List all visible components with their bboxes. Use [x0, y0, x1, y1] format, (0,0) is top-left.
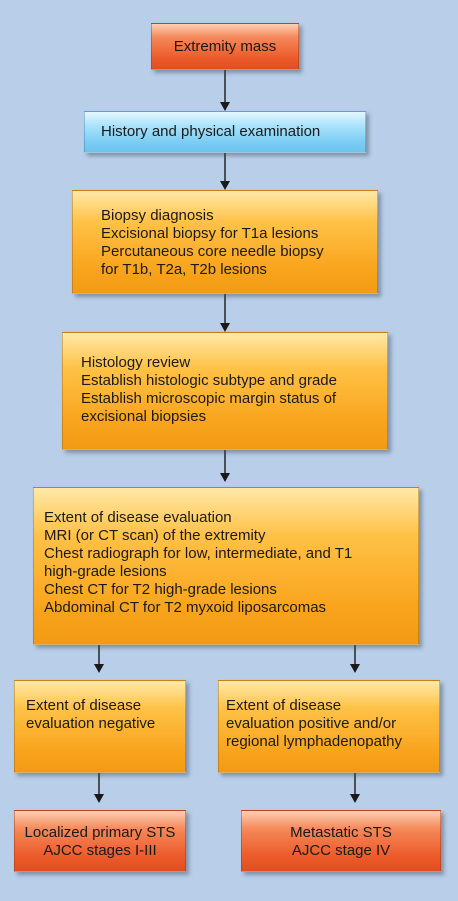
node-text: AJCC stage IV — [291, 842, 391, 859]
node-text: Establish microscopic margin status of — [81, 390, 337, 407]
node-text: Extent of disease — [26, 697, 142, 714]
node-text: Extent of disease evaluation — [44, 509, 232, 526]
node-extent-evaluation: Extent of disease evaluation MRI (or CT … — [33, 487, 419, 645]
node-biopsy-diagnosis: Biopsy diagnosis Excisional biopsy for T… — [72, 190, 378, 294]
arrow-extent-to-negative — [94, 645, 104, 673]
node-text: excisional biopsies — [81, 408, 207, 425]
arrow-history-to-biopsy — [220, 153, 230, 190]
node-text: Biopsy diagnosis — [101, 207, 214, 224]
node-text: Localized primary STS — [24, 824, 176, 841]
arrow-extent-to-positive — [350, 645, 360, 673]
node-text: Metastatic STS — [290, 824, 392, 841]
node-evaluation-negative: Extent of disease evaluation negative — [14, 680, 186, 773]
node-text: evaluation negative — [26, 715, 156, 732]
node-text: MRI (or CT scan) of the extremity — [44, 527, 266, 544]
node-text: Excisional biopsy for T1a lesions — [101, 225, 319, 242]
arrow-biopsy-to-histology — [220, 294, 230, 332]
node-text: History and physical examination — [101, 123, 321, 140]
node-evaluation-positive: Extent of disease evaluation positive an… — [218, 680, 440, 773]
arrow-negative-to-localized — [94, 773, 104, 803]
arrow-histology-to-extent — [220, 450, 230, 482]
node-history-exam: History and physical examination — [84, 111, 366, 153]
node-text: for T1b, T2a, T2b lesions — [101, 261, 267, 278]
node-text: Extremity mass — [173, 38, 277, 55]
node-text: Chest radiograph for low, intermediate, … — [44, 545, 353, 562]
node-text: Chest CT for T2 high-grade lesions — [44, 581, 277, 598]
node-text: Establish histologic subtype and grade — [81, 372, 337, 389]
node-text: high-grade lesions — [44, 563, 167, 580]
node-text: Abdominal CT for T2 myxoid liposarcomas — [44, 599, 327, 616]
node-text: Percutaneous core needle biopsy — [101, 243, 324, 260]
arrow-positive-to-metastatic — [350, 773, 360, 803]
arrow-mass-to-history — [220, 70, 230, 111]
node-text: evaluation positive and/or — [226, 715, 397, 732]
node-metastatic: Metastatic STS AJCC stage IV — [241, 810, 441, 872]
node-histology-review: Histology review Establish histologic su… — [62, 332, 388, 450]
node-text: AJCC stages I-III — [43, 842, 157, 859]
node-extremity-mass: Extremity mass — [151, 23, 299, 70]
node-text: Extent of disease — [226, 697, 342, 714]
node-localized-primary: Localized primary STS AJCC stages I-III — [14, 810, 186, 872]
node-text: regional lymphadenopathy — [226, 733, 402, 750]
node-text: Histology review — [81, 354, 191, 371]
